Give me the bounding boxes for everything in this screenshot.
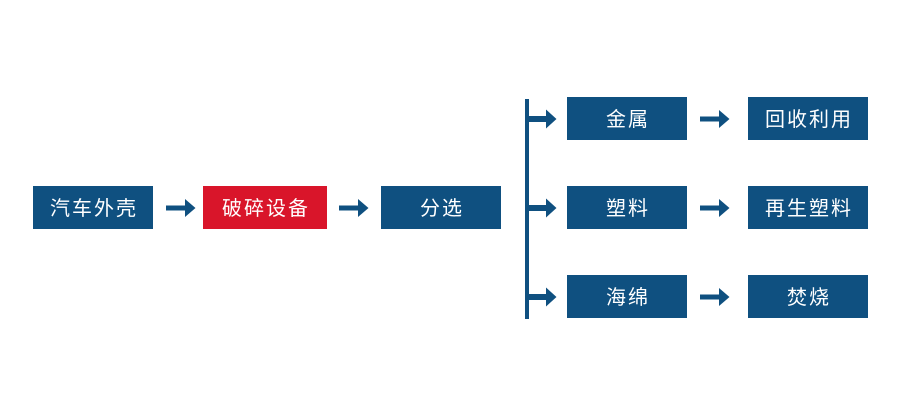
branch-arrow-right-icon-sponge	[529, 284, 557, 310]
node-sorting[interactable]: 分选	[381, 186, 501, 229]
node-metal[interactable]: 金属	[567, 97, 687, 140]
arrow-right-icon-plastic-to-regenerated	[700, 196, 730, 220]
arrow-right-icon-sponge-to-incineration	[700, 285, 730, 309]
split-trunk-line	[525, 99, 529, 319]
node-plastic[interactable]: 塑料	[567, 186, 687, 229]
branch-arrow-right-icon-plastic	[529, 195, 557, 221]
arrow-right-icon-2	[339, 196, 369, 220]
arrow-right-icon-metal-to-recycle	[700, 107, 730, 131]
node-incineration[interactable]: 焚烧	[748, 275, 868, 318]
node-regenerated-plastic[interactable]: 再生塑料	[748, 186, 868, 229]
branch-arrow-right-icon-metal	[529, 106, 557, 132]
node-sponge[interactable]: 海绵	[567, 275, 687, 318]
node-crushing-equipment[interactable]: 破碎设备	[203, 186, 327, 229]
node-vehicle-shell[interactable]: 汽车外壳	[33, 186, 153, 229]
arrow-right-icon-1	[166, 196, 196, 220]
node-recycling-reuse[interactable]: 回收利用	[748, 97, 868, 140]
